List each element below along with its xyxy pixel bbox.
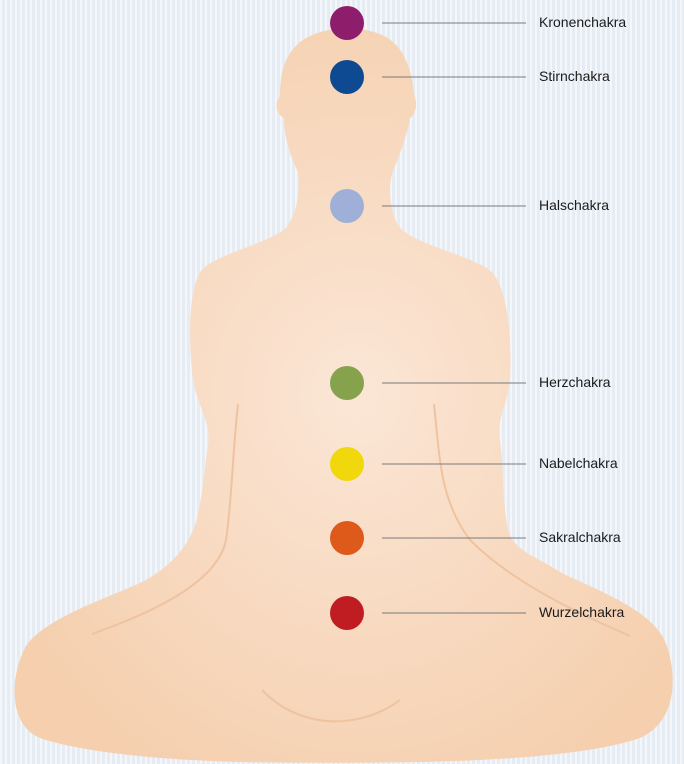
- chakra-label-wurzelchakra: Wurzelchakra: [539, 604, 624, 620]
- chakra-dot-stirnchakra: [330, 60, 364, 94]
- chakra-dot-nabelchakra: [330, 447, 364, 481]
- chakra-label-sakralchakra: Sakralchakra: [539, 529, 621, 545]
- chakra-label-herzchakra: Herzchakra: [539, 374, 611, 390]
- chakra-label-nabelchakra: Nabelchakra: [539, 455, 618, 471]
- chakra-dot-kronenchakra: [330, 6, 364, 40]
- chakra-label-kronenchakra: Kronenchakra: [539, 14, 626, 30]
- chakra-dot-wurzelchakra: [330, 596, 364, 630]
- chakra-dot-halschakra: [330, 189, 364, 223]
- chakra-dot-sakralchakra: [330, 521, 364, 555]
- chakra-dot-herzchakra: [330, 366, 364, 400]
- chakra-label-halschakra: Halschakra: [539, 197, 609, 213]
- chakra-label-stirnchakra: Stirnchakra: [539, 68, 610, 84]
